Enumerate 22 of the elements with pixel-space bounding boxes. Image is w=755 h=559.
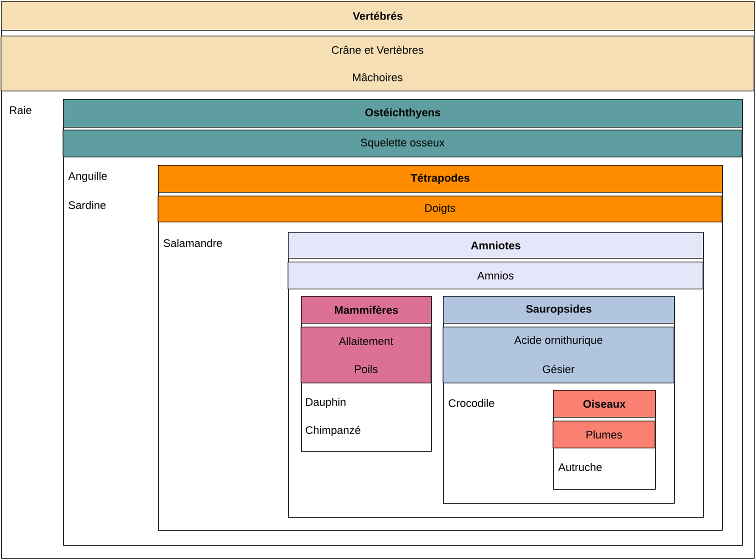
species-label: Sardine xyxy=(68,200,106,210)
trait-band: Allaitement Poils xyxy=(300,326,432,384)
trait-band: Crâne et Vertèbres Mâchoires xyxy=(0,36,754,92)
trait-band: Doigts xyxy=(158,196,722,222)
clade-header: Oiseaux xyxy=(553,390,656,418)
clade-header: Tétrapodes xyxy=(158,165,723,193)
trait-band: Squelette osseux xyxy=(62,130,742,158)
species-label: Anguille xyxy=(68,172,107,182)
species-label: Chimpanzé xyxy=(306,426,360,436)
species-label: Autruche xyxy=(558,462,602,472)
clade-header: Sauropsides xyxy=(443,296,675,324)
clade-header: Ostéichthyens xyxy=(63,99,743,128)
trait-band: Plumes xyxy=(552,420,656,448)
clade-header: Amniotes xyxy=(288,232,704,259)
species-label: Raie xyxy=(10,106,32,114)
clade-header: Vertébrés xyxy=(1,1,755,31)
species-label: Dauphin xyxy=(306,398,346,408)
species-label: Crocodile xyxy=(448,398,494,408)
trait-band: Amnios xyxy=(288,262,704,290)
species-label: Salamandre xyxy=(164,238,222,248)
clade-header: Mammifères xyxy=(301,296,432,324)
trait-band: Acide ornithurique Gésier xyxy=(442,326,674,384)
